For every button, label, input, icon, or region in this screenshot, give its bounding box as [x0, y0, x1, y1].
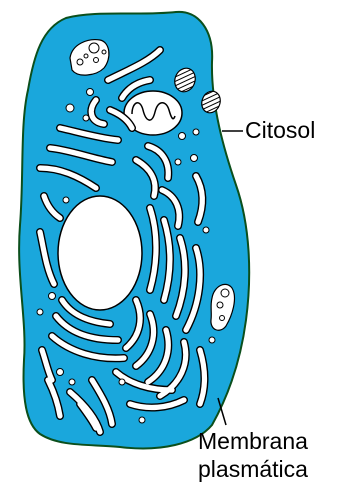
label-plasma-membrane: Membrana plasmática — [198, 428, 308, 483]
label-plasma-membrane-line1: Membrana — [198, 428, 308, 456]
label-cytosol: Citosol — [245, 117, 315, 145]
nucleus — [58, 196, 142, 310]
label-plasma-membrane-line2: plasmática — [198, 456, 308, 484]
